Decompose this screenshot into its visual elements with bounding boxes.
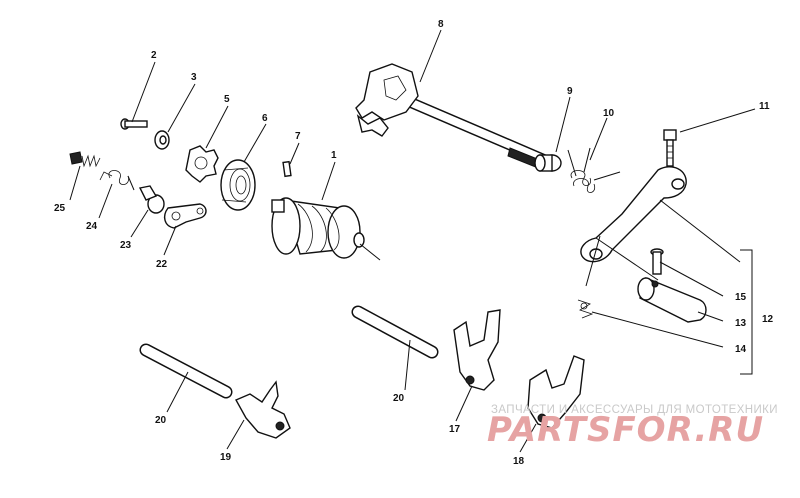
callout-2: 2 xyxy=(151,50,157,61)
stopper-bolt-part xyxy=(69,151,101,168)
shaft-collar-part xyxy=(534,154,562,172)
callout-17: 17 xyxy=(449,424,461,435)
stopper-arm-part xyxy=(163,203,207,229)
callout-labels: 1 2 3 5 6 7 8 9 10 11 12 13 14 15 17 18 … xyxy=(54,19,774,467)
callout-12: 12 xyxy=(762,314,774,325)
fork-shaft-right-part xyxy=(351,305,439,359)
shift-fork-18-part xyxy=(527,355,585,429)
callout-6: 6 xyxy=(262,113,268,124)
shift-fork-17-part xyxy=(453,309,501,391)
callout-19: 19 xyxy=(220,452,232,463)
callout-13: 13 xyxy=(735,318,747,329)
callout-25: 25 xyxy=(54,203,66,214)
callout-23: 23 xyxy=(120,240,132,251)
watermark-brand: PARTSFOR.RU xyxy=(487,410,765,450)
shift-drum-part xyxy=(271,197,365,259)
selector-shaft-part xyxy=(355,63,548,169)
stopper-spring-part xyxy=(99,170,135,191)
bearing-part xyxy=(220,159,256,211)
callout-10: 10 xyxy=(603,108,615,119)
callout-7: 7 xyxy=(295,131,301,142)
callout-3: 3 xyxy=(191,72,197,83)
callout-11: 11 xyxy=(759,101,770,112)
fork-shaft-left-part xyxy=(139,343,233,399)
drum-pin-part xyxy=(282,160,292,178)
cam-screw-part xyxy=(120,118,148,130)
pawl-pin-part xyxy=(650,248,664,275)
callout-20-left: 20 xyxy=(155,415,167,426)
callout-22: 22 xyxy=(156,259,168,270)
star-cam-part xyxy=(185,145,219,183)
pawl-spring-part xyxy=(577,299,594,319)
callout-5: 5 xyxy=(224,94,230,105)
washer-part xyxy=(154,130,170,150)
callout-18: 18 xyxy=(513,456,525,467)
callout-15: 15 xyxy=(735,292,747,303)
callout-20-right: 20 xyxy=(393,393,405,404)
leader-lines xyxy=(69,29,756,453)
callout-9: 9 xyxy=(567,86,573,97)
stopper-collar-part xyxy=(138,185,165,214)
watermark-tagline: ЗАПЧАСТИ И АКСЕССУАРЫ ДЛЯ МОТОТЕХНИКИ xyxy=(491,404,778,416)
callout-1: 1 xyxy=(331,150,337,161)
callout-24: 24 xyxy=(86,221,98,232)
pawl-block-part xyxy=(637,277,707,323)
shift-fork-19-part xyxy=(235,380,291,439)
callout-14: 14 xyxy=(735,344,747,355)
callout-8: 8 xyxy=(438,19,444,30)
return-spring-part xyxy=(567,147,621,193)
lever-bolt-part xyxy=(663,129,677,167)
